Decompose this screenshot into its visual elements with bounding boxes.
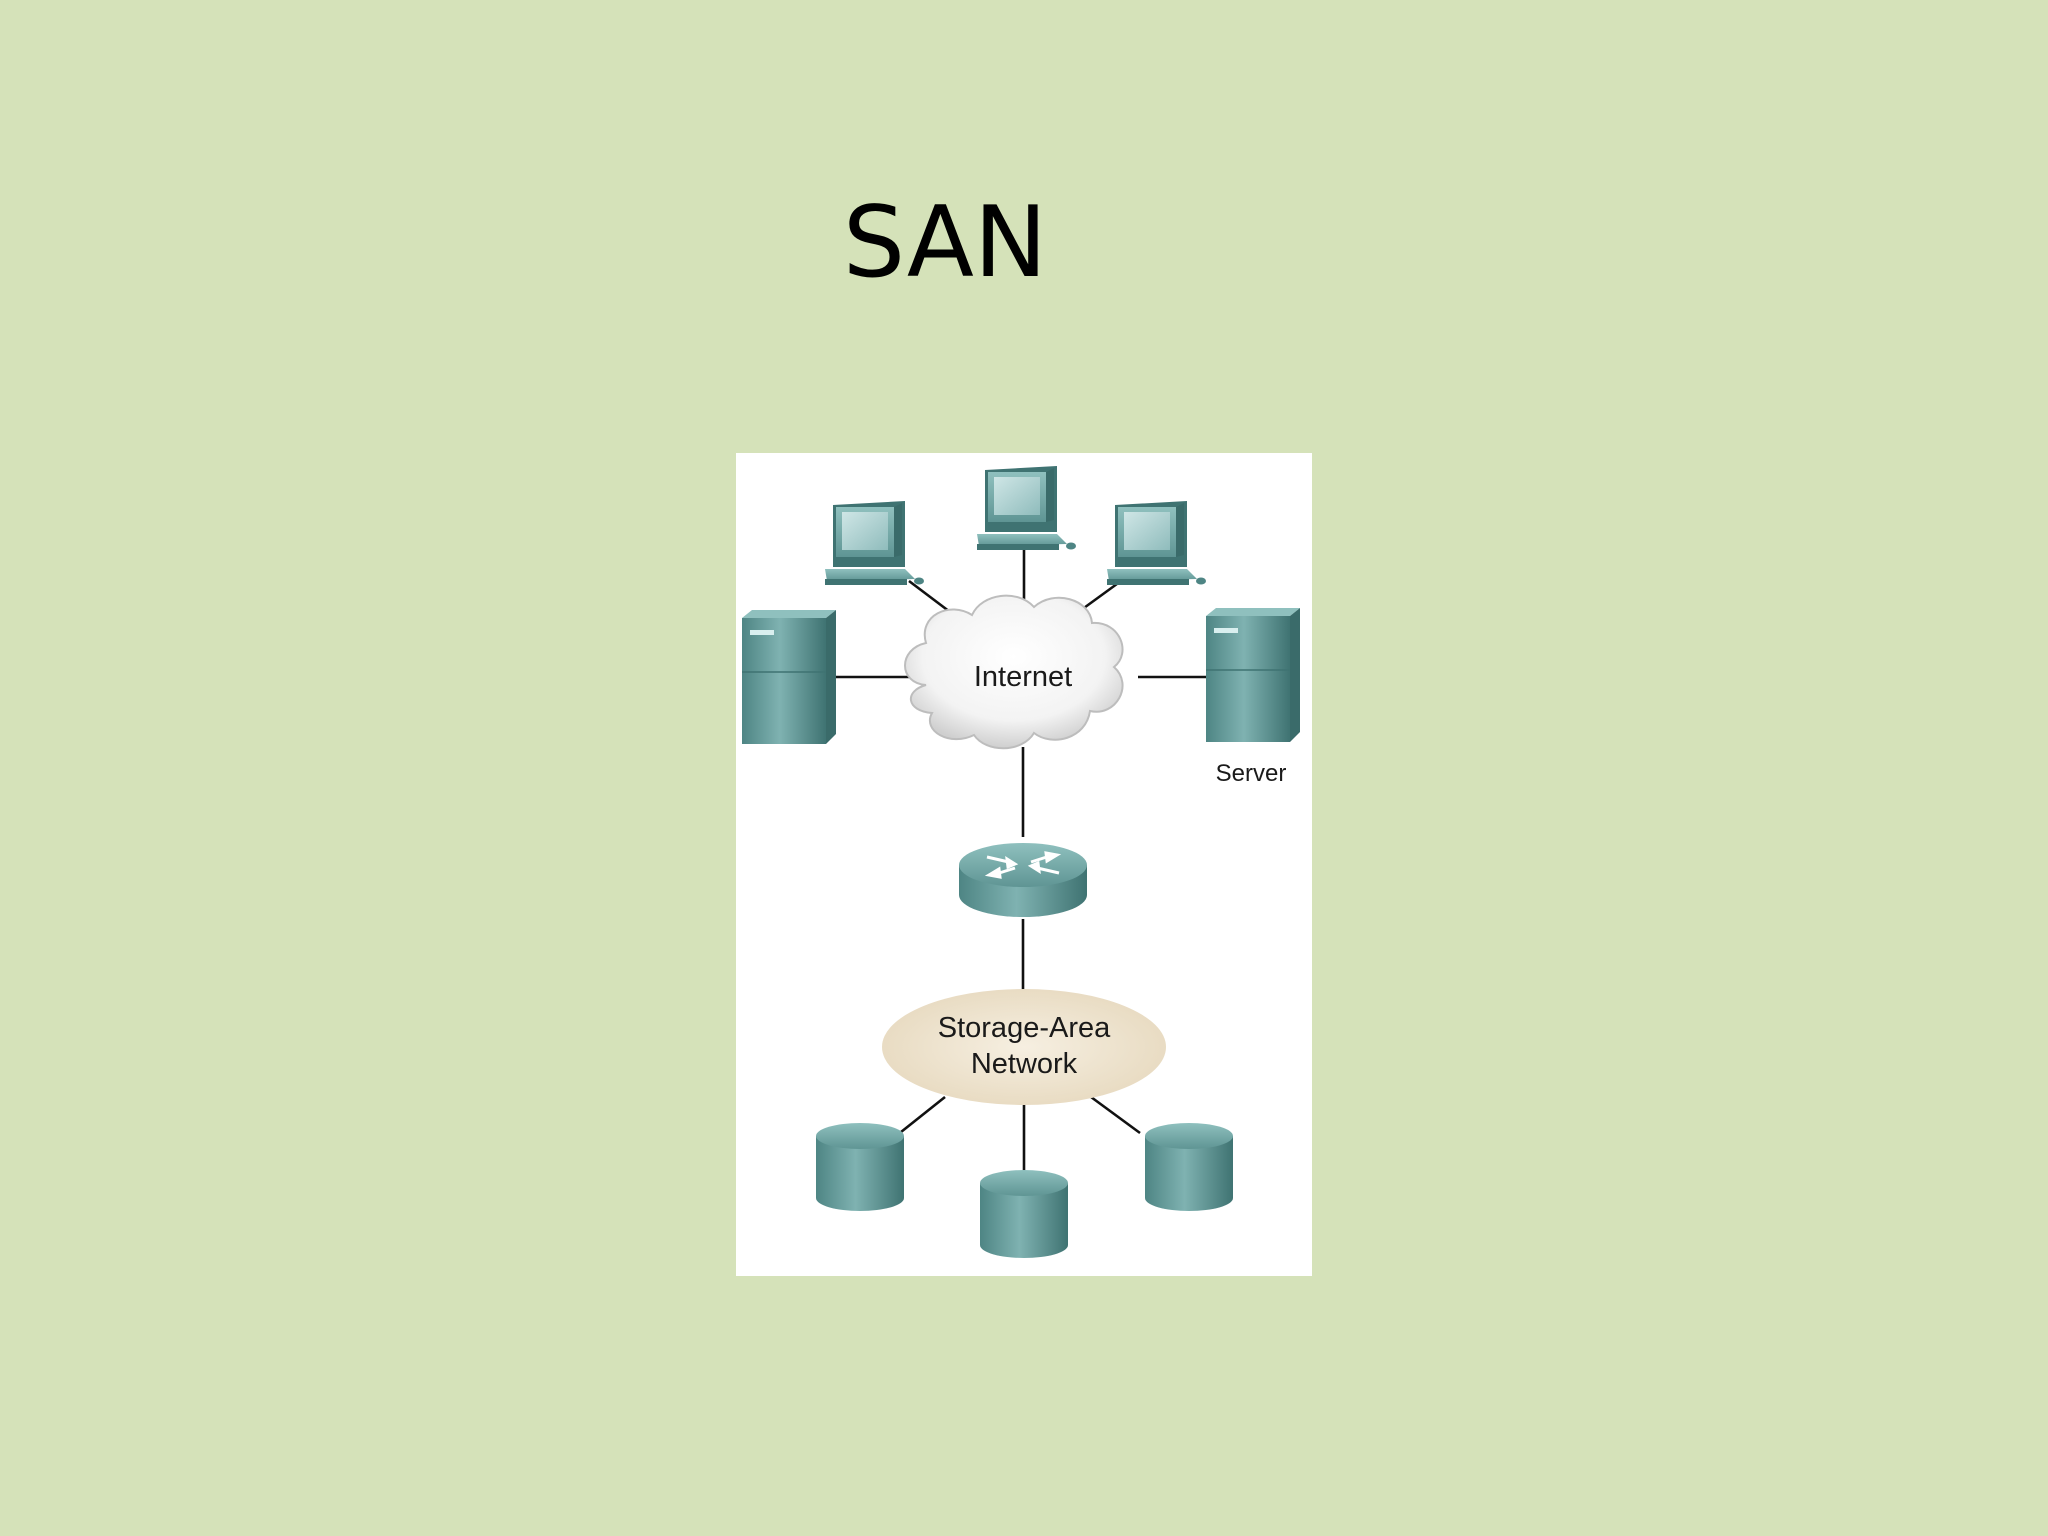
- link-san-disk-right: [1090, 1095, 1141, 1135]
- server-label: Server: [1216, 760, 1287, 787]
- internet-cloud: Internet: [904, 594, 1124, 750]
- router-icon: [959, 843, 1087, 917]
- connection-lines: [832, 549, 1206, 1175]
- storage-disk-icon: [1145, 1123, 1233, 1211]
- san-label-line1: Storage-Area: [938, 1012, 1111, 1044]
- server-icon: [1206, 608, 1300, 742]
- storage-area-network: Storage-Area Network: [882, 989, 1166, 1105]
- server-icon: [742, 610, 836, 744]
- slide-title: SAN: [842, 186, 1048, 300]
- computer-icon: [1107, 501, 1206, 585]
- link-san-disk-left: [895, 1095, 946, 1138]
- cloud-label: Internet: [974, 661, 1072, 693]
- computer-icon: [977, 466, 1076, 550]
- computer-icon: [825, 501, 924, 585]
- storage-disk-icon: [816, 1123, 904, 1211]
- storage-disk-icon: [980, 1170, 1068, 1258]
- san-diagram: Server Internet: [736, 453, 1312, 1276]
- san-label-line2: Network: [971, 1048, 1078, 1080]
